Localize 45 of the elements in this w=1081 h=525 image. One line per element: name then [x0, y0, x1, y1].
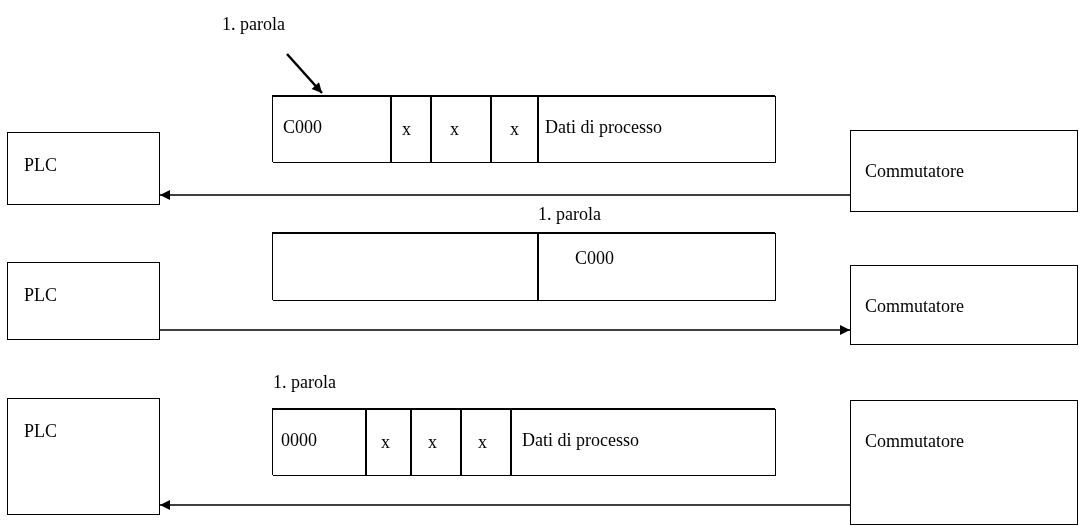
node-text: x	[510, 119, 519, 140]
frame-field	[431, 96, 491, 163]
data-frame	[272, 408, 775, 475]
frame-field	[273, 233, 538, 301]
data-frame	[272, 95, 775, 162]
arrow	[159, 500, 851, 510]
frame-field	[366, 409, 411, 476]
data-frame	[272, 232, 775, 300]
node-text: Dati di processo	[545, 117, 662, 138]
node-text: PLC	[24, 421, 57, 442]
node-text: Commutatore	[865, 431, 964, 452]
frame-field	[491, 96, 538, 163]
frame-field	[391, 96, 431, 163]
arrow	[159, 325, 851, 335]
node-text: x	[402, 119, 411, 140]
device-box	[850, 130, 1078, 212]
frame-field	[273, 96, 391, 163]
word-label: 1. parola	[538, 204, 601, 225]
node-text: Commutatore	[865, 296, 964, 317]
arrow	[159, 190, 851, 200]
device-box	[7, 132, 160, 205]
frame-field	[538, 233, 776, 301]
node-text: C000	[575, 248, 614, 269]
device-box	[7, 262, 160, 340]
node-text: PLC	[24, 155, 57, 176]
node-text: x	[428, 432, 437, 453]
device-box	[850, 265, 1078, 345]
word-label: 1. parola	[222, 14, 312, 40]
node-text: x	[450, 119, 459, 140]
frame-field	[411, 409, 461, 476]
node-text: 0000	[281, 430, 317, 451]
device-box	[850, 400, 1078, 525]
frame-field	[461, 409, 511, 476]
device-box	[7, 398, 160, 515]
node-text: x	[478, 432, 487, 453]
leader-arrow	[286, 53, 323, 94]
node-text: PLC	[24, 285, 57, 306]
frame-field	[511, 409, 776, 476]
word-label: 1. parola	[273, 372, 336, 393]
node-text: C000	[283, 117, 322, 138]
frame-field	[538, 96, 776, 163]
node-text: Dati di processo	[522, 430, 639, 451]
node-text: x	[381, 432, 390, 453]
frame-field	[273, 409, 366, 476]
node-text: Commutatore	[865, 161, 964, 182]
